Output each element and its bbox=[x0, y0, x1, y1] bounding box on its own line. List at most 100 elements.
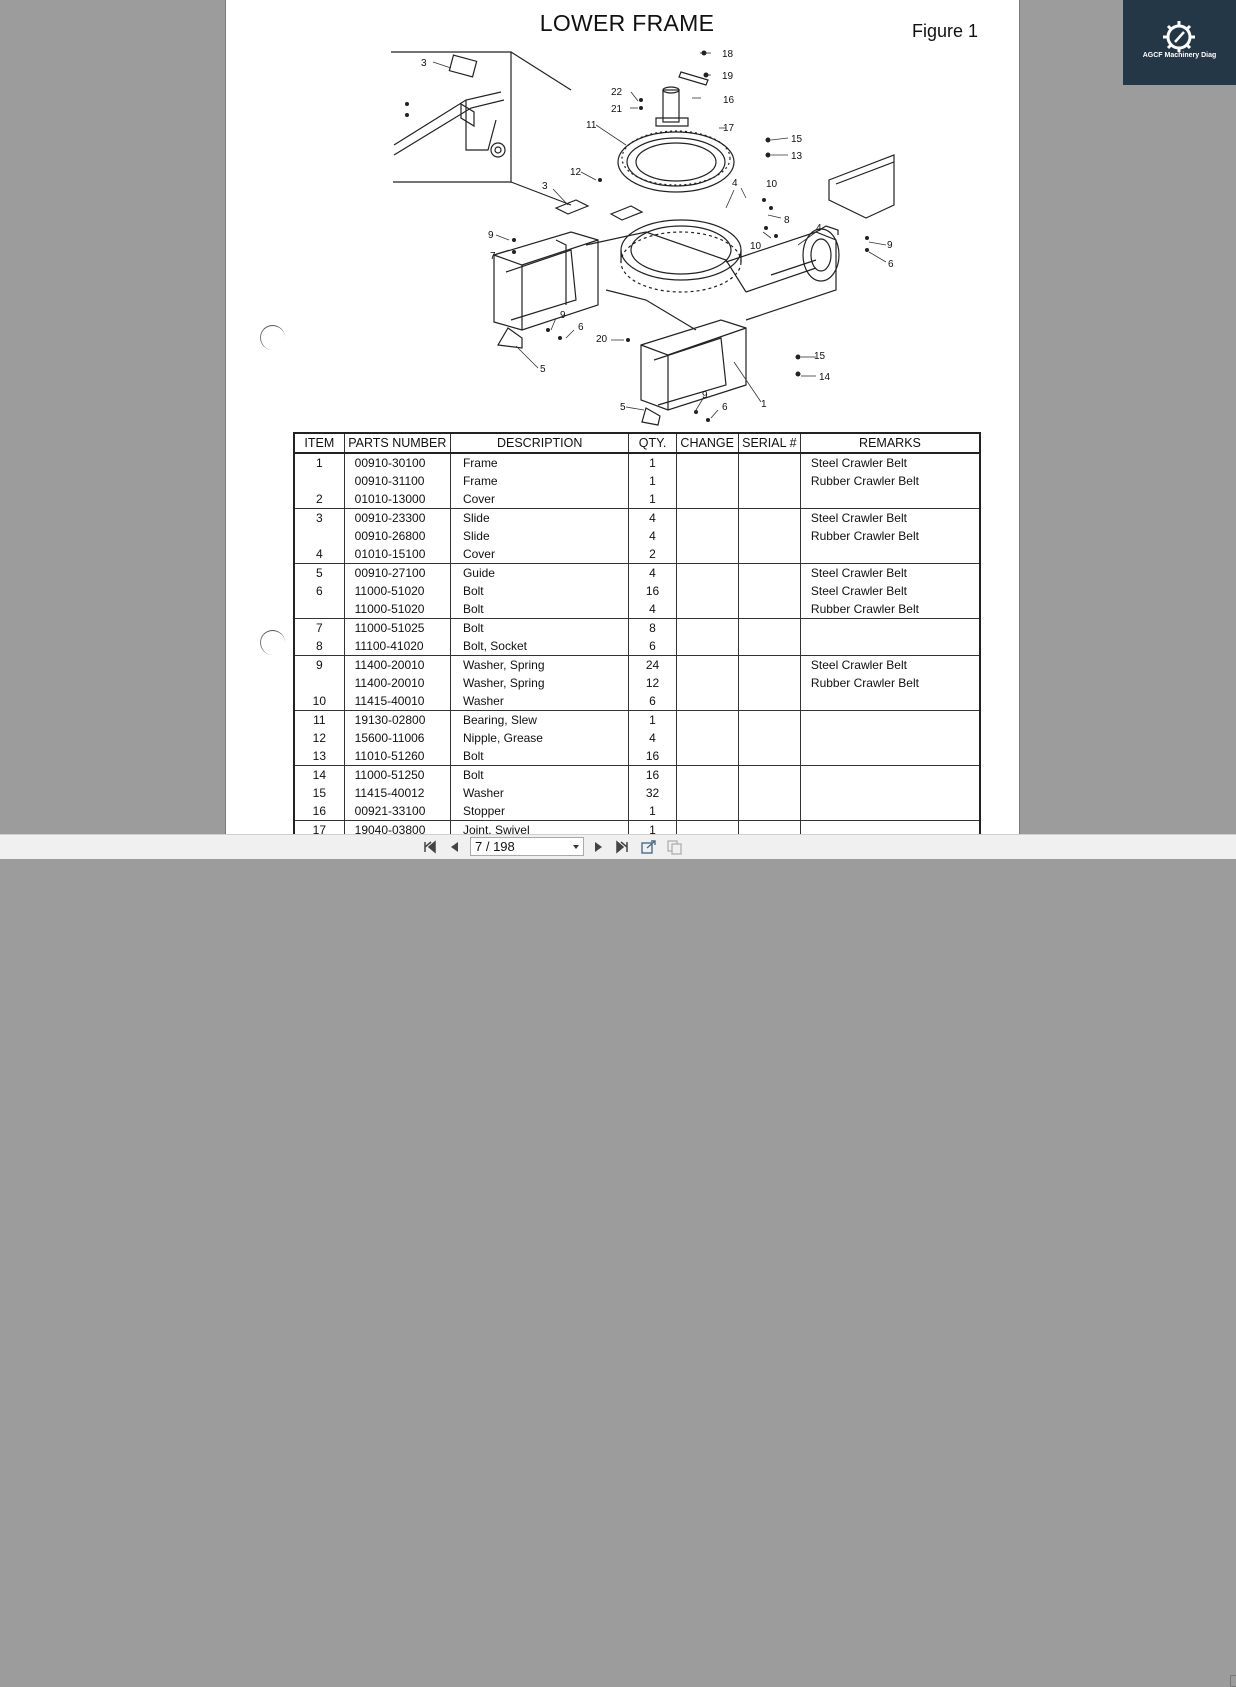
table-cell-remarks bbox=[800, 747, 981, 766]
table-cell-item: 8 bbox=[294, 637, 345, 656]
table-cell-change bbox=[676, 508, 739, 527]
table-cell-parts-number: 11000-51020 bbox=[344, 600, 451, 619]
col-header-item: ITEM bbox=[294, 433, 345, 454]
table-cell-change bbox=[676, 765, 739, 784]
callout-label: 12 bbox=[570, 167, 582, 178]
table-cell-item: 7 bbox=[294, 618, 345, 637]
table-cell-remarks: Steel Crawler Belt bbox=[800, 655, 981, 674]
table-cell-description: Cover bbox=[450, 490, 630, 509]
callout-label: 21 bbox=[611, 104, 623, 115]
table-cell-qty: 32 bbox=[628, 784, 677, 802]
last-page-button[interactable] bbox=[613, 839, 631, 855]
table-cell-change bbox=[676, 545, 739, 564]
table-cell-parts-number: 00910-27100 bbox=[344, 563, 451, 582]
copy-icon bbox=[667, 840, 682, 855]
viewer-toolbar: 7 / 198 bbox=[0, 834, 1236, 1687]
table-cell-remarks bbox=[800, 765, 981, 784]
table-cell-serial bbox=[738, 729, 801, 747]
document-page: LOWER FRAME Figure 1 bbox=[226, 0, 1019, 834]
lower-frame-diagram: 3 1 3 4 4 5 5 6 6 6 7 8 9 9 9 9 10 10 11… bbox=[391, 49, 895, 426]
table-cell-qty: 4 bbox=[628, 600, 677, 619]
table-cell-remarks bbox=[800, 802, 981, 821]
table-cell-remarks: Rubber Crawler Belt bbox=[800, 674, 981, 692]
table-cell-parts-number: 11010-51260 bbox=[344, 747, 451, 766]
table-cell-qty: 16 bbox=[628, 765, 677, 784]
previous-page-button[interactable] bbox=[446, 839, 464, 855]
callout-label: 13 bbox=[791, 151, 803, 162]
table-cell-serial bbox=[738, 508, 801, 527]
chevron-down-icon bbox=[573, 845, 579, 849]
table-cell-change bbox=[676, 527, 739, 545]
table-cell-change bbox=[676, 692, 739, 711]
table-cell-parts-number: 19040-03800 bbox=[344, 820, 451, 834]
table-cell-qty: 1 bbox=[628, 710, 677, 729]
table-cell-remarks: Rubber Crawler Belt bbox=[800, 600, 981, 619]
callout-label: 6 bbox=[578, 322, 584, 333]
callout-label: 14 bbox=[819, 372, 831, 383]
copy-page-button[interactable] bbox=[666, 839, 684, 855]
table-cell-qty: 8 bbox=[628, 618, 677, 637]
table-cell-change bbox=[676, 820, 739, 834]
table-cell-serial bbox=[738, 820, 801, 834]
table-cell-change bbox=[676, 729, 739, 747]
callout-label: 10 bbox=[766, 179, 778, 190]
table-cell-item: 11 bbox=[294, 710, 345, 729]
export-page-button[interactable] bbox=[640, 839, 658, 855]
table-cell-remarks bbox=[800, 490, 981, 509]
table-cell-description: Washer bbox=[450, 784, 630, 802]
callout-label: 4 bbox=[816, 223, 822, 234]
col-header-parts-number: PARTS NUMBER bbox=[344, 433, 451, 454]
table-cell-serial bbox=[738, 527, 801, 545]
panel-edge-handle[interactable] bbox=[1230, 1675, 1236, 1687]
table-cell-qty: 4 bbox=[628, 563, 677, 582]
table-cell-description: Guide bbox=[450, 563, 630, 582]
callout-label: 9 bbox=[702, 390, 708, 401]
table-cell-serial bbox=[738, 674, 801, 692]
callout-label: 15 bbox=[791, 134, 803, 145]
table-cell-remarks bbox=[800, 729, 981, 747]
table-cell-serial bbox=[738, 747, 801, 766]
table-cell-item: 12 bbox=[294, 729, 345, 747]
table-cell-item: 5 bbox=[294, 563, 345, 582]
table-cell-qty: 2 bbox=[628, 545, 677, 564]
table-cell-remarks: Rubber Crawler Belt bbox=[800, 472, 981, 490]
callout-label: 18 bbox=[722, 49, 734, 60]
table-cell-qty: 6 bbox=[628, 637, 677, 656]
table-cell-change bbox=[676, 710, 739, 729]
page-title: LOWER FRAME bbox=[539, 10, 715, 36]
table-cell-change bbox=[676, 802, 739, 821]
table-cell-serial bbox=[738, 545, 801, 564]
table-cell-parts-number: 01010-13000 bbox=[344, 490, 451, 509]
figure-label: Figure 1 bbox=[912, 21, 979, 41]
table-cell-parts-number: 11400-20010 bbox=[344, 655, 451, 674]
table-cell-parts-number: 19130-02800 bbox=[344, 710, 451, 729]
table-cell-parts-number: 11000-51020 bbox=[344, 582, 451, 600]
table-cell-item: 1 bbox=[294, 453, 345, 472]
page-number-select[interactable]: 7 / 198 bbox=[470, 837, 584, 856]
table-cell-description: Bolt bbox=[450, 747, 630, 766]
callout-label: 17 bbox=[723, 123, 735, 134]
table-cell-qty: 16 bbox=[628, 582, 677, 600]
table-cell-parts-number: 00910-23300 bbox=[344, 508, 451, 527]
table-cell-description: Slide bbox=[450, 527, 630, 545]
table-cell-item: 14 bbox=[294, 765, 345, 784]
next-page-button[interactable] bbox=[589, 839, 607, 855]
table-cell-description: Washer, Spring bbox=[450, 674, 630, 692]
previous-page-icon bbox=[451, 842, 458, 852]
table-cell-remarks: Steel Crawler Belt bbox=[800, 453, 981, 472]
table-cell-description: Slide bbox=[450, 508, 630, 527]
table-cell-description: Bolt bbox=[450, 765, 630, 784]
table-cell-parts-number: 11100-41020 bbox=[344, 637, 451, 656]
col-header-serial: SERIAL # bbox=[738, 433, 801, 454]
table-cell-remarks bbox=[800, 545, 981, 564]
brand-logo: AGCF Machinery Diag bbox=[1123, 0, 1236, 85]
table-cell-qty: 6 bbox=[628, 692, 677, 711]
first-page-button[interactable] bbox=[421, 839, 439, 855]
table-cell-qty: 12 bbox=[628, 674, 677, 692]
table-cell-serial bbox=[738, 784, 801, 802]
